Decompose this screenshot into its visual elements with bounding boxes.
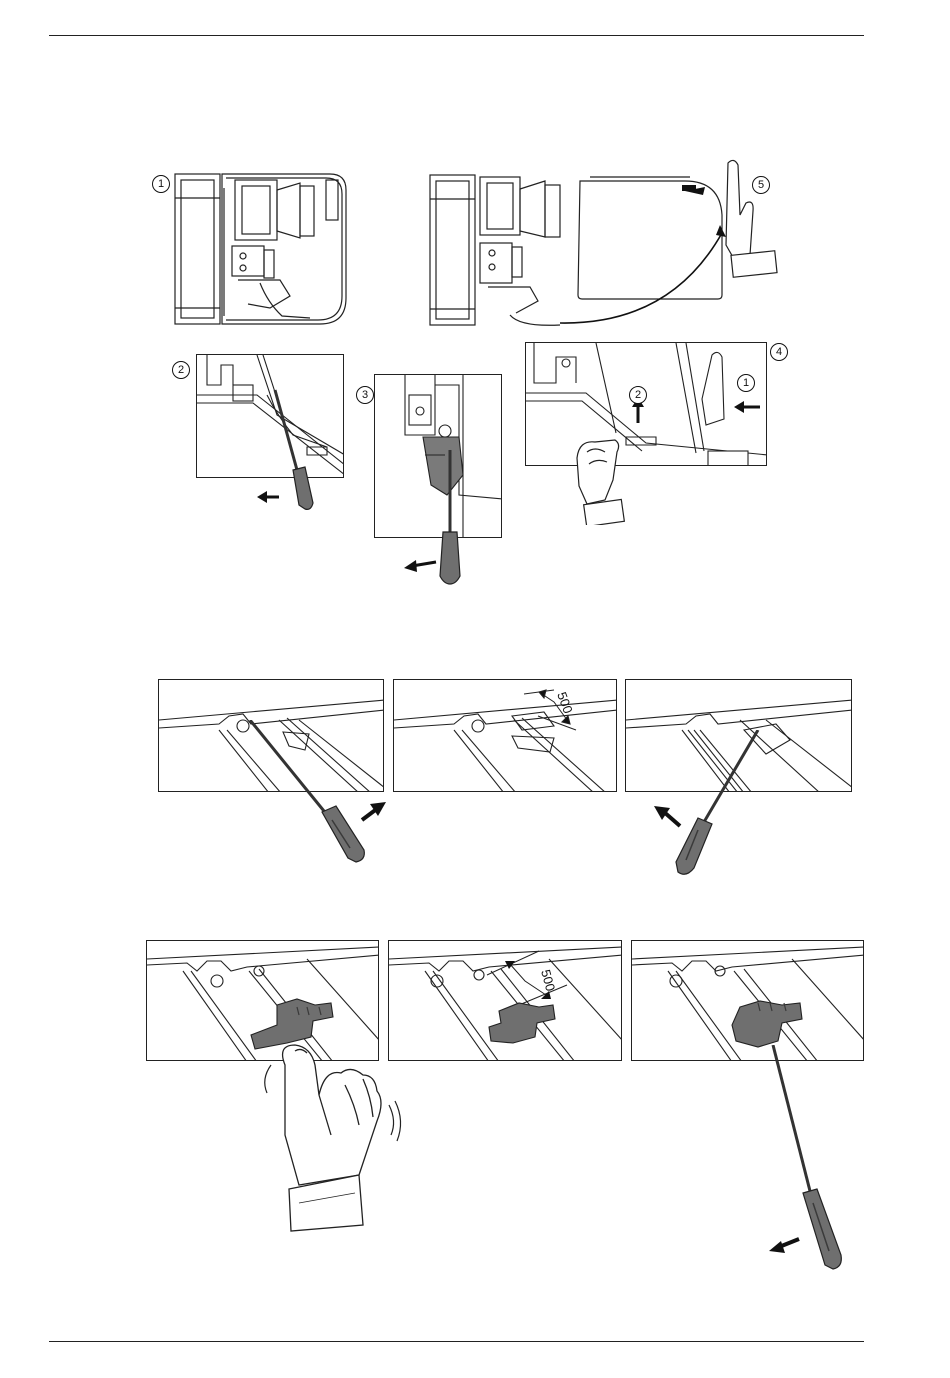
figure-cover-removal: 1 <box>0 0 950 600</box>
step1-cross-section: 1 <box>150 168 360 328</box>
middle-panel-center: 500 <box>393 679 617 792</box>
step4-number: 4 <box>770 343 788 361</box>
middle-right-screwdriver <box>640 730 780 890</box>
bottom-panel-right <box>631 940 864 1061</box>
bottom-dimension-label: 500 <box>538 968 558 993</box>
step4-detail-panel <box>525 342 767 466</box>
footer-rule <box>49 1341 864 1342</box>
step3-number: 3 <box>356 386 374 404</box>
figure-clip-installation: 500 <box>0 935 950 1335</box>
bottom-hand <box>255 1035 415 1235</box>
step5-number: 5 <box>752 176 770 194</box>
step4-substep2-number: 2 <box>629 386 647 404</box>
step3-screwdriver <box>400 450 480 590</box>
step4-substep1-number: 1 <box>737 374 755 392</box>
bottom-panel-center: 500 <box>388 940 622 1061</box>
step1-number: 1 <box>152 175 170 193</box>
step2-screwdriver <box>255 385 335 515</box>
step4-hand <box>565 430 635 525</box>
figure-clip-release: 500 <box>0 670 950 890</box>
step5-cross-section: 5 <box>420 155 780 330</box>
bottom-right-screwdriver <box>755 1045 865 1285</box>
middle-left-screwdriver <box>240 720 400 880</box>
middle-dimension-label: 500 <box>554 690 576 716</box>
step2-number: 2 <box>172 361 190 379</box>
